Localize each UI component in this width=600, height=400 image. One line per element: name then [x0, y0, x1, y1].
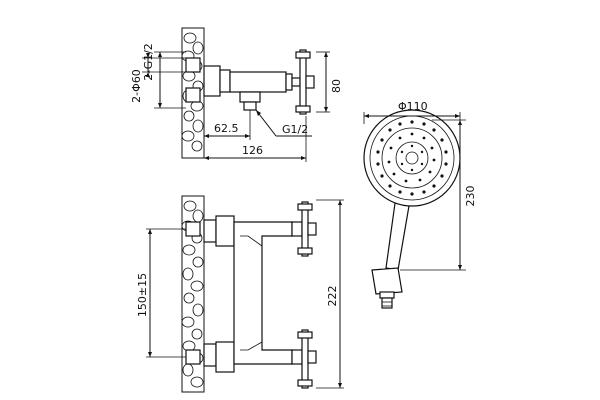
dim-length-230: 230	[464, 186, 477, 207]
dim-center-150: 150±15	[136, 273, 149, 317]
hand-shower	[363, 109, 466, 309]
dim-height-80: 80	[330, 79, 343, 93]
dim-pipe-dia: 2-Φ60	[130, 69, 143, 103]
dim-outlet-thread: G1/2	[282, 123, 308, 136]
dim-thread-top: 2-G1/2	[142, 43, 155, 81]
dim-depth-126: 126	[242, 144, 263, 157]
dim-height-222: 222	[326, 286, 339, 307]
front-view	[146, 195, 344, 393]
dim-head-dia: Φ110	[398, 100, 428, 113]
top-view	[142, 27, 330, 162]
dim-offset-62-5: 62.5	[214, 122, 239, 135]
nozzles	[376, 120, 448, 196]
